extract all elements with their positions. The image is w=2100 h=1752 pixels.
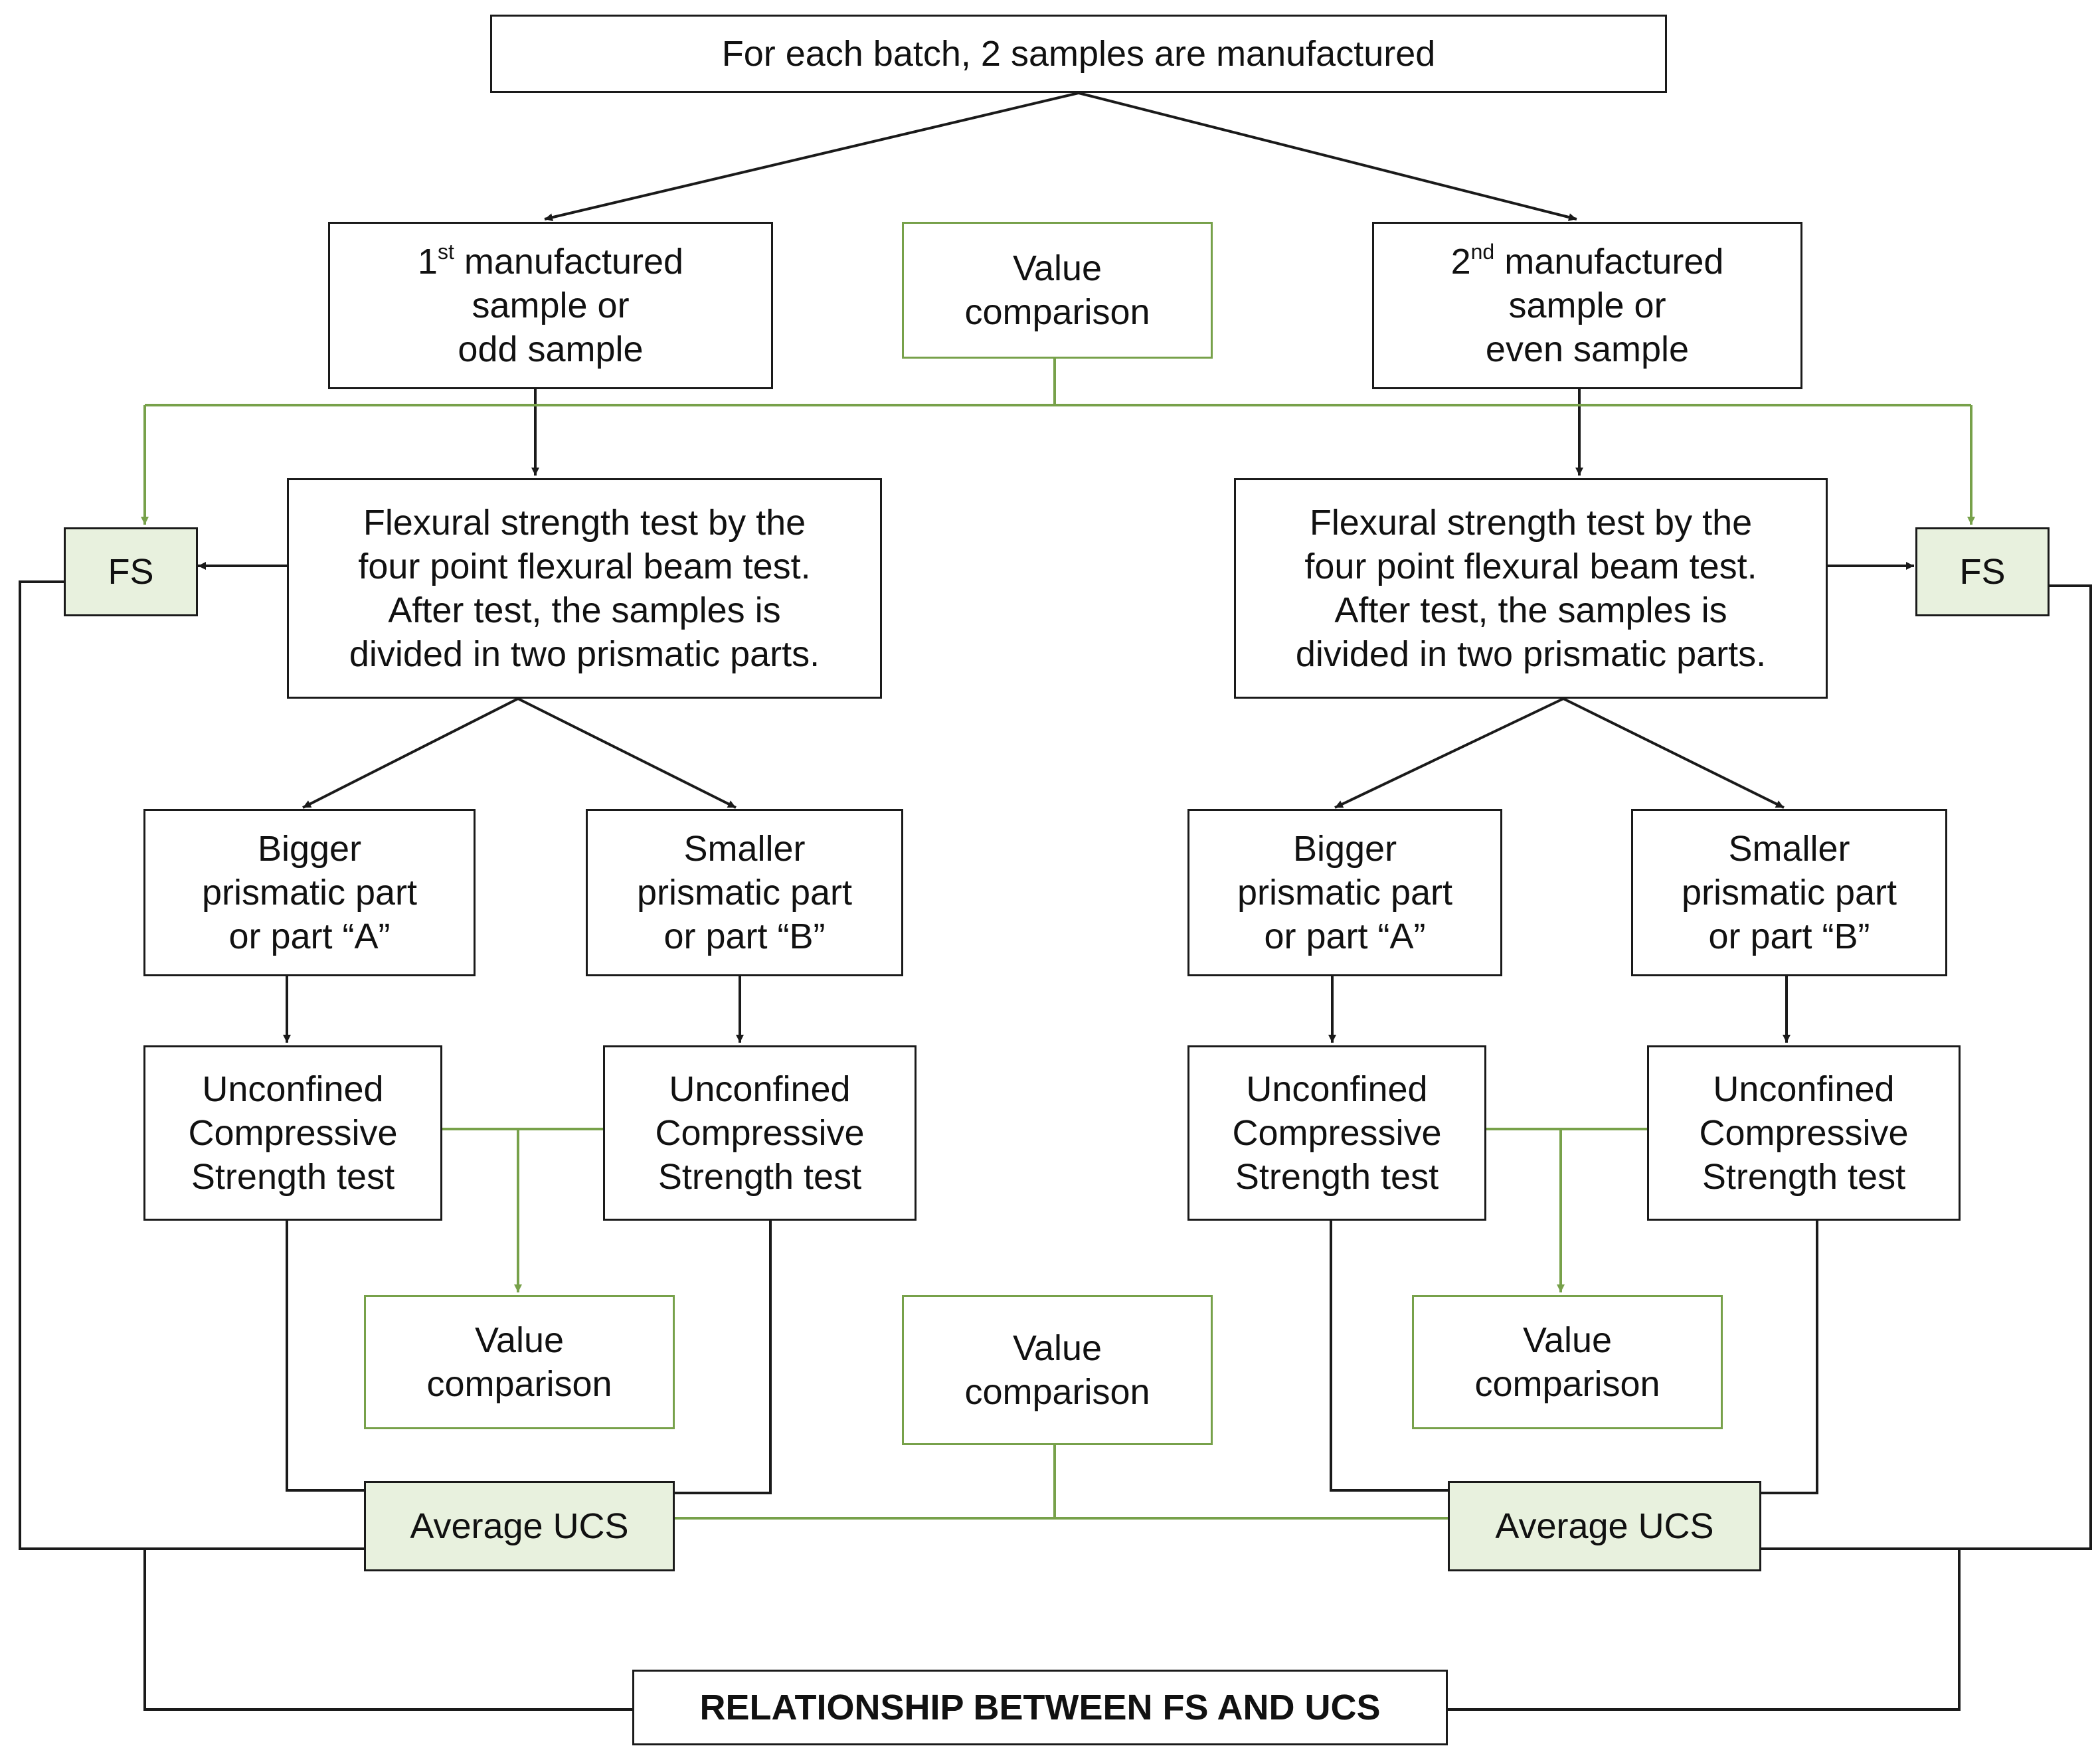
flexural-test-left: Flexural strength test by the four point… [287,478,882,699]
second-sample-line2: sample or [1508,286,1666,325]
line-fs-right-frame [1760,584,2092,1550]
value-comparison-center-line2: comparison [964,1372,1150,1412]
fs-left-label: FS [108,552,154,592]
line-left-to-relationship [143,1549,632,1711]
arrow-top-to-sample-1 [544,92,1079,222]
fs-right-box: FS [1915,527,2050,616]
flexural-right-line2: four point flexural beam test. [1304,547,1757,586]
part-b-left-line3: or part “B” [663,917,826,956]
arrow-top-to-sample-2 [1078,92,1577,221]
ucs-test-right-b: Unconfined Compressive Strength test [1647,1045,1961,1221]
value-comparison-center: Value comparison [902,1295,1213,1445]
line-fs-left-frame [19,580,364,1550]
part-b-right: Smaller prismatic part or part “B” [1631,809,1947,976]
batch-samples-box: For each batch, 2 samples are manufactur… [490,15,1667,93]
part-b-left: Smaller prismatic part or part “B” [586,809,903,976]
part-b-right-line2: prismatic part [1681,873,1897,913]
ucs-right-b-line2: Compressive [1699,1113,1909,1153]
ucs-left-b-line3: Strength test [657,1157,862,1197]
value-comparison-right-line2: comparison [1474,1364,1660,1404]
second-sample-line3: even sample [1485,329,1690,369]
ucs-test-left-a: Unconfined Compressive Strength test [143,1045,442,1221]
second-sample-sup: nd [1470,240,1495,264]
arrow-flex-left-to-part-b [517,697,737,809]
ucs-right-a-line1: Unconfined [1246,1069,1428,1109]
ucs-test-right-a: Unconfined Compressive Strength test [1187,1045,1486,1221]
relationship-label: RELATIONSHIP BETWEEN FS AND UCS [699,1688,1381,1727]
ucs-left-a-line3: Strength test [191,1157,395,1197]
value-comparison-top-line1: Value [1012,248,1102,288]
part-a-left-line2: prismatic part [201,873,418,913]
line-ucs-a-left-to-average [286,1221,364,1492]
first-sample-line1: manufactured [464,242,684,282]
value-comparison-right-line1: Value [1522,1320,1613,1360]
value-comparison-left-line2: comparison [426,1364,612,1404]
ucs-right-a-line3: Strength test [1235,1157,1439,1197]
first-sample-sup: st [437,240,454,264]
ucs-test-left-b: Unconfined Compressive Strength test [603,1045,917,1221]
part-b-right-line1: Smaller [1728,829,1850,869]
line-ucs-a-right-to-average [1330,1221,1448,1492]
second-sample-box: 2nd manufactured sample or even sample [1372,222,1802,389]
arrow-flex-left-to-part-a [302,697,519,809]
part-a-right-line2: prismatic part [1237,873,1453,913]
second-sample-ordinal: 2 [1450,242,1471,282]
value-comparison-left-line1: Value [474,1320,565,1360]
relationship-box: RELATIONSHIP BETWEEN FS AND UCS [632,1670,1448,1745]
value-comparison-right: Value comparison [1412,1295,1723,1429]
flexural-left-line2: four point flexural beam test. [358,547,811,586]
second-sample-line1: manufactured [1504,242,1724,282]
line-ucs-b-left-to-average [673,1221,772,1494]
average-ucs-right-label: Average UCS [1495,1506,1714,1546]
flexural-right-line3: After test, the samples is [1334,590,1727,630]
part-a-right: Bigger prismatic part or part “A” [1187,809,1502,976]
value-comparison-top: Value comparison [902,222,1213,359]
flexural-left-line3: After test, the samples is [388,590,781,630]
average-ucs-left-label: Average UCS [410,1506,629,1546]
flexural-right-line1: Flexural strength test by the [1309,503,1753,543]
flexural-left-line4: divided in two prismatic parts. [349,634,820,674]
flexural-right-line4: divided in two prismatic parts. [1295,634,1767,674]
ucs-left-a-line1: Unconfined [202,1069,384,1109]
part-b-right-line3: or part “B” [1708,917,1870,956]
ucs-right-b-line3: Strength test [1702,1157,1906,1197]
flexural-test-right: Flexural strength test by the four point… [1234,478,1828,699]
part-a-left: Bigger prismatic part or part “A” [143,809,476,976]
ucs-left-a-line2: Compressive [188,1113,398,1153]
value-comparison-left: Value comparison [364,1295,675,1429]
part-b-left-line2: prismatic part [636,873,853,913]
flexural-left-line1: Flexural strength test by the [363,503,806,543]
part-a-right-line1: Bigger [1292,829,1397,869]
average-ucs-left: Average UCS [364,1481,675,1571]
first-sample-line3: odd sample [458,329,644,369]
first-sample-ordinal: 1 [417,242,438,282]
part-a-left-line1: Bigger [257,829,362,869]
arrow-flex-right-to-part-b [1563,697,1785,809]
value-comparison-top-line2: comparison [964,292,1150,332]
line-ucs-b-right-to-average [1760,1221,1818,1494]
ucs-left-b-line2: Compressive [655,1113,865,1153]
part-b-left-line1: Smaller [683,829,806,869]
ucs-left-b-line1: Unconfined [669,1069,851,1109]
ucs-right-a-line2: Compressive [1232,1113,1442,1153]
first-sample-line2: sample or [472,286,630,325]
part-a-left-line3: or part “A” [228,917,391,956]
average-ucs-right: Average UCS [1448,1481,1761,1571]
fs-left-box: FS [64,527,198,616]
batch-samples-text: For each batch, 2 samples are manufactur… [721,34,1436,74]
value-comparison-center-line1: Value [1012,1328,1102,1368]
arrow-flex-right-to-part-a [1334,697,1564,809]
part-a-right-line3: or part “A” [1264,917,1426,956]
line-right-to-relationship [1446,1549,1961,1711]
fs-right-label: FS [1959,552,2006,592]
first-sample-box: 1st manufactured sample or odd sample [328,222,773,389]
ucs-right-b-line1: Unconfined [1713,1069,1895,1109]
